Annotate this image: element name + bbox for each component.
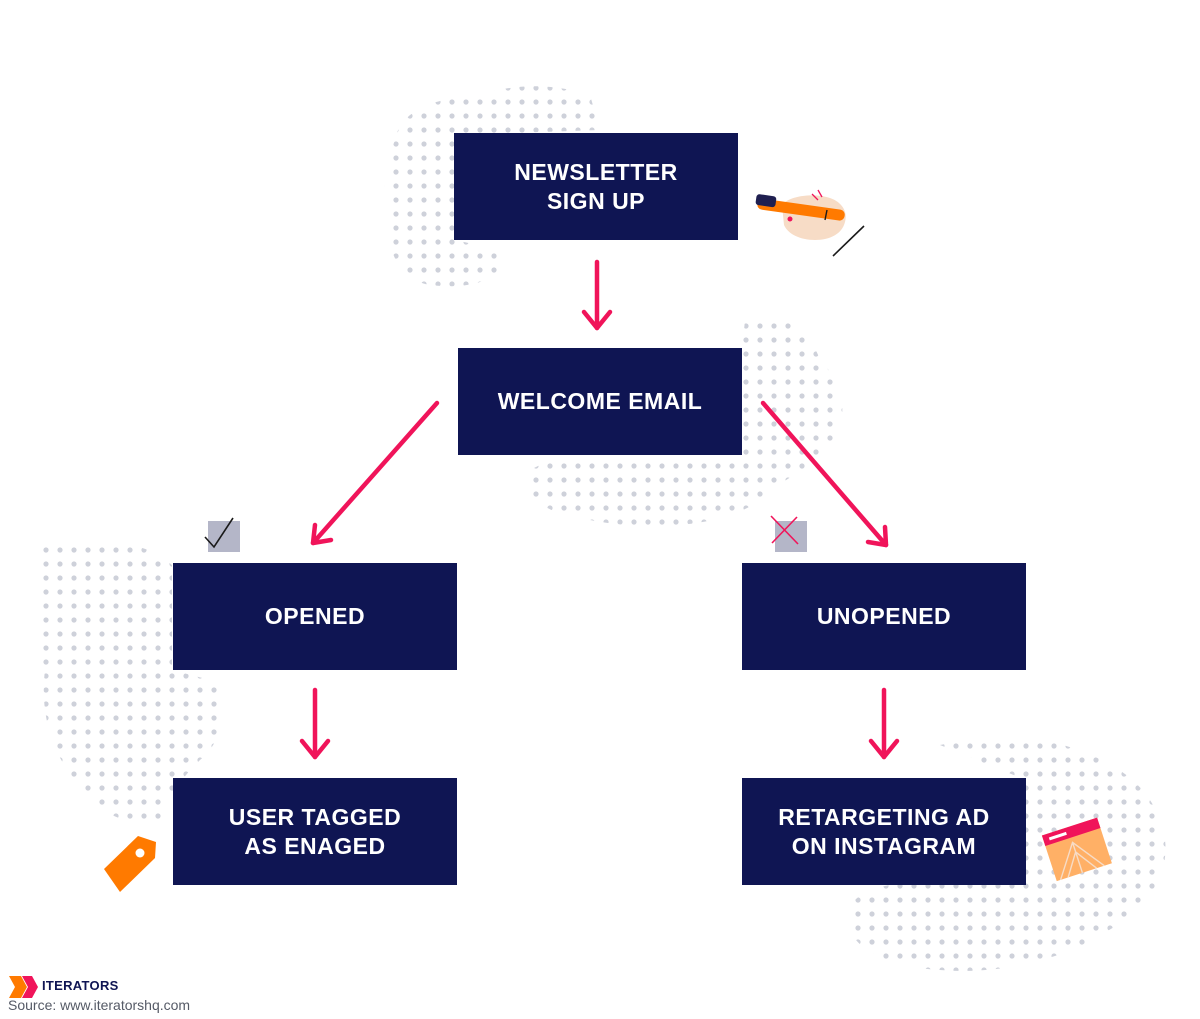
node-retargeting-ad: RETARGETING AD ON INSTAGRAM [742,778,1026,885]
checkbox-check-icon [204,517,240,552]
node-user-tagged: USER TAGGED AS ENAGED [173,778,457,885]
arrow-opened-to-tagged [299,687,331,760]
checkbox-cross-icon [770,515,807,552]
arrows [299,259,900,760]
source-link[interactable]: Source: www.iteratorshq.com [8,997,191,1013]
arrow-welcome-to-opened [310,400,440,546]
hand-pen-icon [755,189,865,257]
brand-name: ITERATORS [42,978,119,993]
dot-cloud-center [527,317,843,526]
iterators-logo-icon [9,976,38,998]
browser-window-icon [1041,817,1112,882]
dot-pattern-bg [36,86,1166,971]
node-welcome-email: WELCOME EMAIL [458,348,742,455]
node-unopened: UNOPENED [742,563,1026,670]
price-tag-icon [104,836,156,892]
dot-cloud-left [36,539,223,823]
node-newsletter-sign-up: NEWSLETTER SIGN UP [454,133,738,240]
node-opened: OPENED [173,563,457,670]
arrow-welcome-to-unopened [760,400,889,548]
arrow-signup-to-welcome [581,259,613,331]
dot-cloud-right [847,738,1166,971]
arrow-unopened-to-retarget [868,687,900,760]
dot-cloud-top [384,86,600,287]
